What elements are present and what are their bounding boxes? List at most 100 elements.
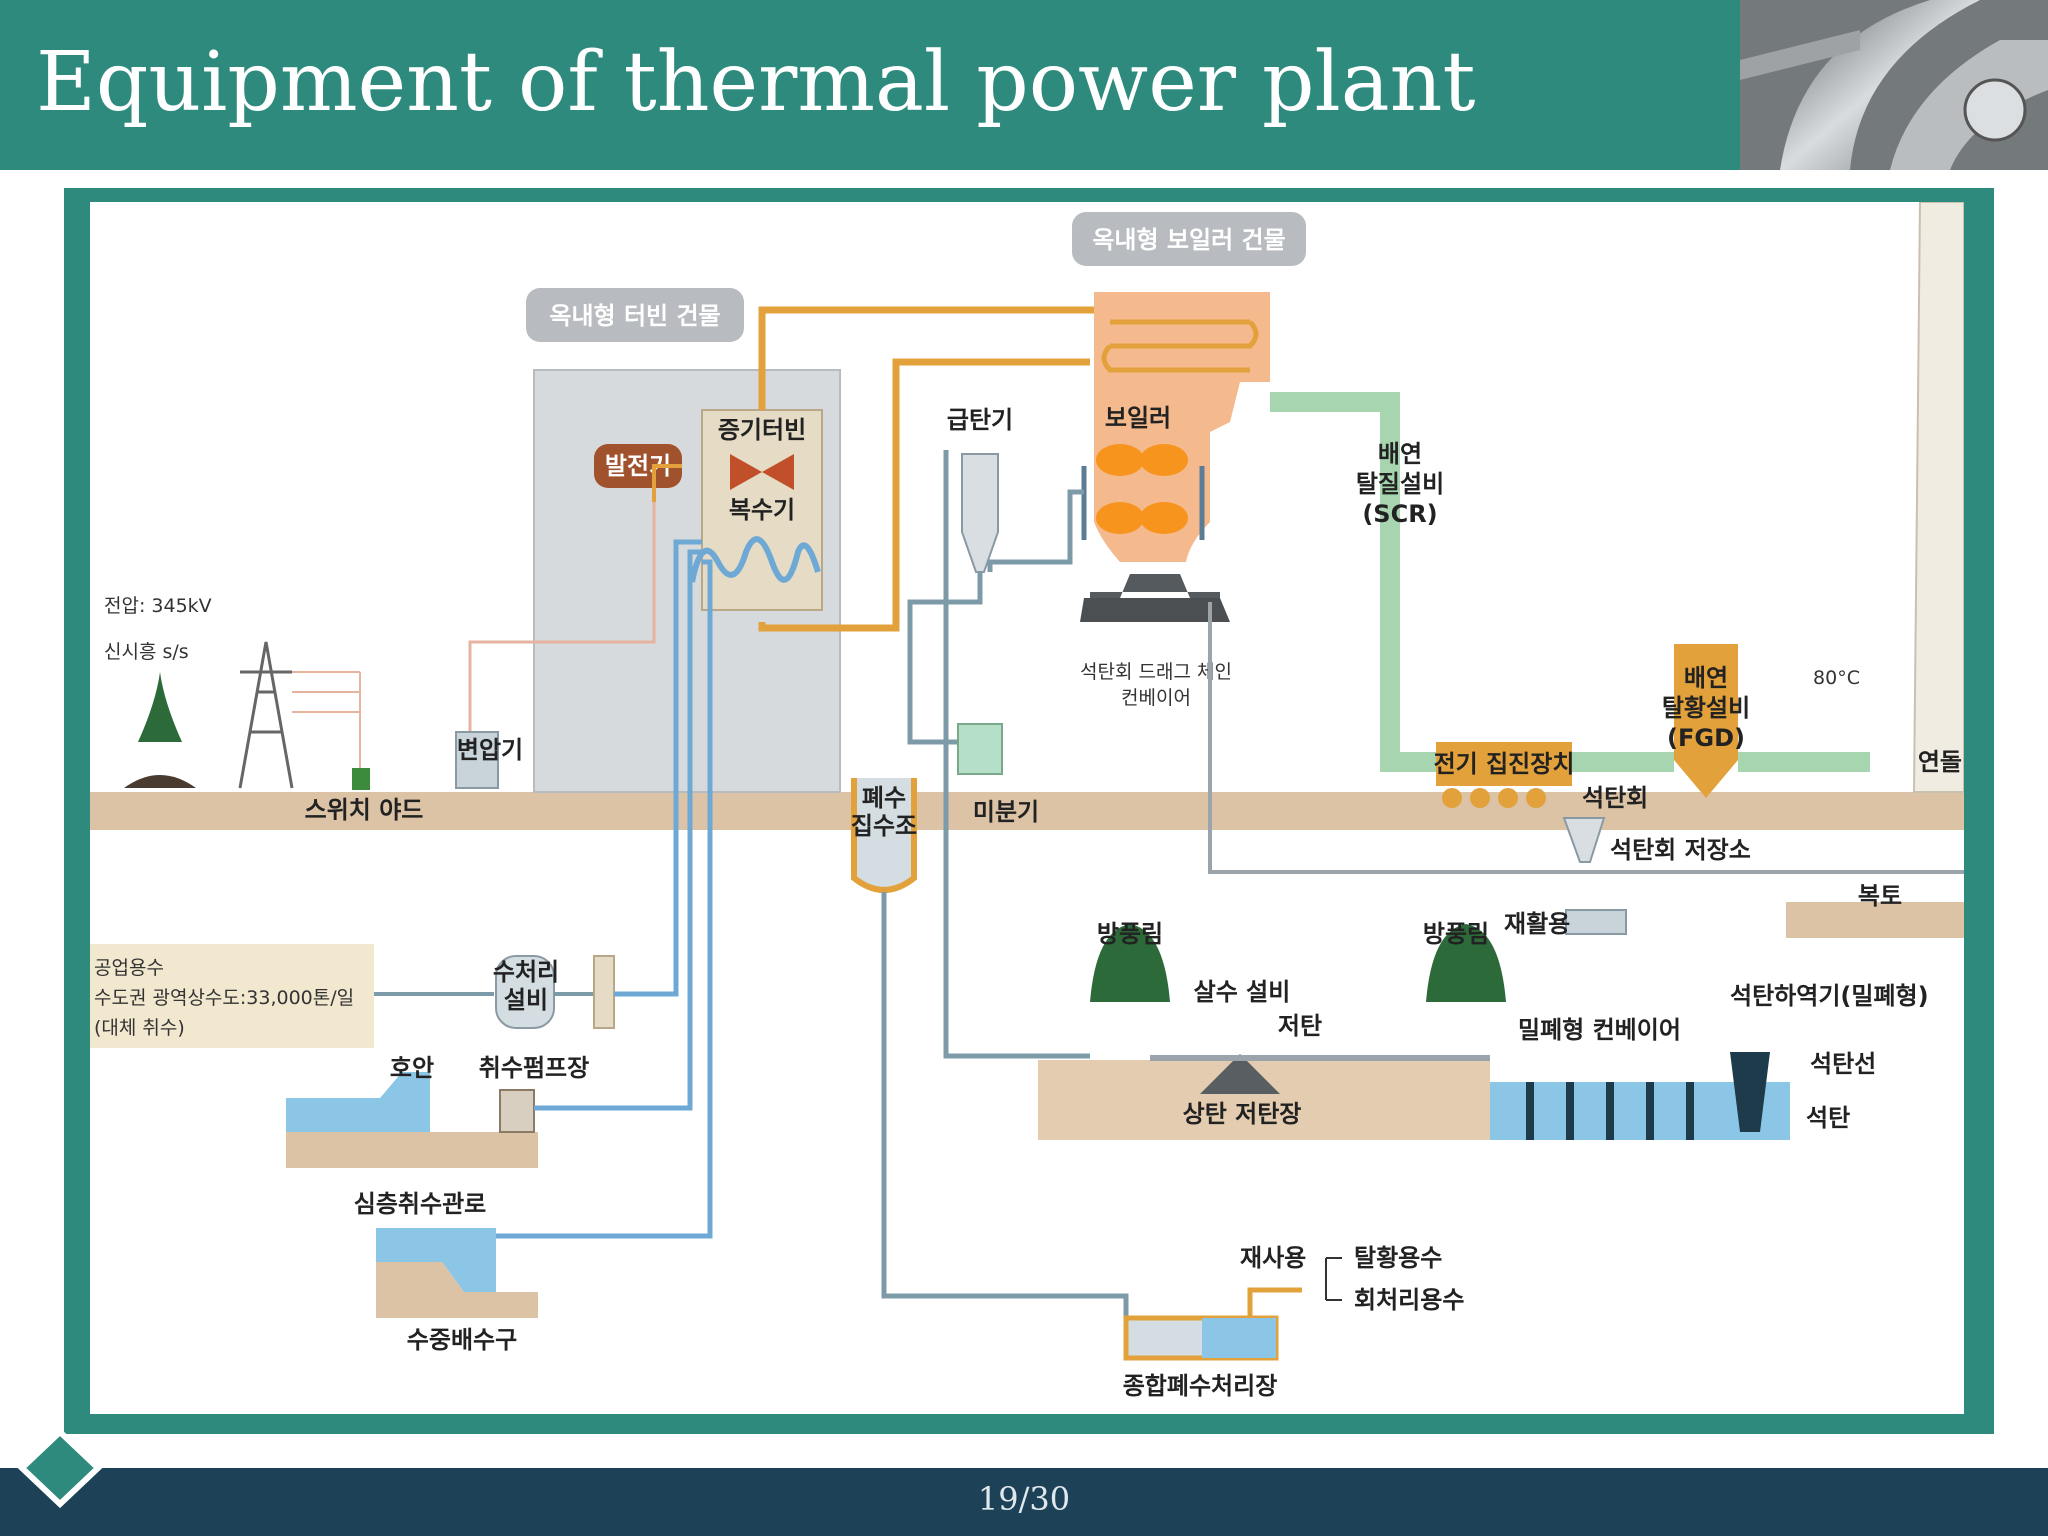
esp-hopper-4 <box>1526 788 1546 808</box>
stack-label: 연돌 <box>1918 748 1962 776</box>
ash-silo <box>1562 817 1606 863</box>
pier-pilings <box>1526 1082 1694 1140</box>
cooling-water-intake-pipe <box>534 549 702 1111</box>
pulverizer-box <box>957 723 1003 775</box>
unloader-icon <box>1730 1052 1770 1132</box>
feedwater-pipe <box>758 358 1090 632</box>
substation-label: 신시흥 s/s <box>104 641 189 663</box>
ash-conveyor-label-1: 석탄회 드래그 체인 <box>1080 661 1232 683</box>
burner-feed-lines <box>1081 466 1205 540</box>
transmission-tower-icon <box>238 641 294 789</box>
transformer-icon <box>455 731 499 789</box>
unloader-label: 석탄하역기(밀폐형) <box>1730 982 1929 1010</box>
waste-sump-label-2: 집수조 <box>851 812 917 840</box>
coal-ash-label: 석탄회 <box>1582 784 1648 812</box>
burner-flame-2 <box>1140 444 1188 476</box>
hill-icon <box>124 775 196 788</box>
footer-bar <box>0 1468 2048 1536</box>
reuse-bracket <box>1325 1257 1342 1301</box>
esp-hopper-3 <box>1498 788 1518 808</box>
turbine-building-label: 옥내형 터빈 건물 <box>549 302 720 330</box>
ash-hopper <box>1090 574 1220 598</box>
stack <box>1912 202 1964 793</box>
esp-label: 전기 집진장치 <box>1434 750 1575 778</box>
pulverizer-label: 미분기 <box>973 798 1039 826</box>
treated-water-tank <box>593 955 615 1029</box>
tree-icon-2 <box>1090 924 1170 1002</box>
switch-yard-label: 스위치 야드 <box>305 796 424 824</box>
water-supply-label-1: 공업용수 <box>94 957 164 979</box>
landfill-mound <box>1786 902 1964 938</box>
decorative-turbine-image <box>1740 0 2048 170</box>
enclosed-conveyor-label: 밀폐형 컨베이어 <box>1518 1016 1681 1044</box>
tree-icon-3 <box>1426 924 1506 1002</box>
condenser-coil <box>689 536 821 583</box>
ash-truck-icon <box>1565 909 1627 935</box>
drag-chain-conveyor <box>1080 598 1230 622</box>
generator-lead <box>652 464 682 502</box>
intake-pump-label: 취수펌프장 <box>479 1054 589 1082</box>
outfall-ground <box>376 1262 538 1318</box>
recycling-label: 재활용 <box>1504 910 1570 938</box>
fgd-label-3: (FGD) <box>1667 724 1745 752</box>
coal-feeder-silo <box>961 453 999 573</box>
coal-feed-line <box>907 572 983 745</box>
coal-yard-label: 상탄 저탄장 <box>1183 1100 1302 1128</box>
burner-flame-3 <box>1096 502 1144 534</box>
coal-feeder-label: 급탄기 <box>947 406 1013 434</box>
page-number: 19/30 <box>977 1480 1071 1518</box>
intake-ground <box>286 1132 538 1168</box>
sprinkler-label: 살수 설비 <box>1194 978 1291 1006</box>
water-supply-label-2: 수도권 광역상수도:33,000톤/일 <box>94 987 354 1009</box>
seawall-label: 호안 <box>390 1054 434 1082</box>
stacker-label: 저탄 <box>1278 1012 1322 1040</box>
burner-flame-4 <box>1140 502 1188 534</box>
fgd-box <box>1674 644 1738 760</box>
voltage-label: 전압: 345kV <box>104 595 212 617</box>
esp-hopper-1 <box>1442 788 1462 808</box>
turbine-building-tag <box>526 288 744 342</box>
coal-supply-line <box>943 450 1090 1059</box>
deep-intake-label: 심층취수관로 <box>354 1190 486 1218</box>
windbreak-label-2: 방풍림 <box>1423 920 1489 948</box>
ground-strip <box>90 792 1964 830</box>
outfall-water <box>376 1228 496 1292</box>
condenser-label: 복수기 <box>729 496 795 524</box>
scr-label-2: 탈질설비 <box>1356 470 1444 498</box>
steam-turbine-label: 증기터빈 <box>718 416 806 444</box>
fgd-label-1: 배연 <box>1684 664 1728 692</box>
generator-box <box>594 444 682 488</box>
title-bar <box>0 0 1740 170</box>
transformer-label: 변압기 <box>457 736 523 764</box>
turbine-condenser-block <box>701 409 823 611</box>
wastewater-tank-clear <box>1202 1318 1276 1358</box>
scr-label-3: (SCR) <box>1362 500 1437 528</box>
stack-temperature-label: 80°C <box>1813 667 1860 689</box>
makeup-water-pipe <box>614 539 702 997</box>
transmission-lines <box>292 671 361 782</box>
boiler-body <box>1094 292 1270 562</box>
water-supply-label-3: (대체 취수) <box>94 1017 185 1039</box>
power-plant-diagram: 옥내형 터빈 건물 옥내형 보일러 건물 증기터빈 복수기 발전기 보일러 석탄… <box>90 202 1964 1414</box>
fgd-hopper <box>1674 760 1738 798</box>
wastewater-line <box>881 892 1129 1316</box>
water-supply-box <box>90 944 374 1048</box>
coal-yard-ground <box>1038 1060 1620 1140</box>
waste-sump <box>851 778 917 893</box>
switch-icon <box>352 768 370 790</box>
scr-label-1: 배연 <box>1378 440 1422 468</box>
wastewater-plant-label: 종합폐수처리장 <box>1123 1372 1278 1400</box>
ash-conveyor-label-2: 컨베이어 <box>1121 687 1191 709</box>
boiler-superheater <box>1101 319 1259 373</box>
waste-sump-label-1: 폐수 <box>862 784 906 812</box>
boiler-label: 보일러 <box>1105 404 1171 432</box>
turbine-icon <box>730 454 794 490</box>
coal-pile <box>1200 1054 1280 1094</box>
desulfur-water-label: 탈황용수 <box>1354 1244 1442 1272</box>
windbreak-label-1: 방풍림 <box>1097 920 1163 948</box>
reuse-label: 재사용 <box>1240 1244 1306 1272</box>
ash-storage-label: 석탄회 저장소 <box>1610 836 1751 864</box>
esp-hopper-2 <box>1470 788 1490 808</box>
ash-water-label: 회처리용수 <box>1354 1286 1464 1314</box>
ash-transport-line <box>1208 602 1964 874</box>
